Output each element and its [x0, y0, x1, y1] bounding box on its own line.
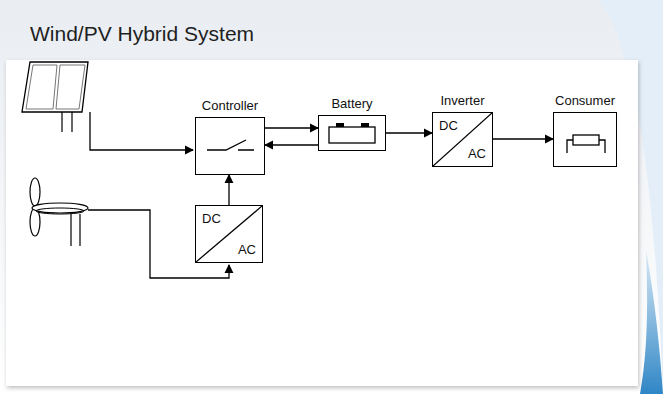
decor-swoosh: [640, 250, 663, 394]
flow-arrow: [386, 132, 432, 133]
wind-turbine: [30, 178, 88, 246]
slide-title: Wind/PV Hybrid System: [30, 22, 254, 46]
switch-symbol: [207, 140, 254, 150]
resistor-symbol: [573, 135, 599, 145]
flow-arrow: [228, 175, 229, 205]
inverter-box: InverterDCAC: [432, 112, 493, 167]
converter-label: AC: [468, 146, 486, 161]
box-heading: Controller: [202, 98, 258, 113]
converter-box: DC AC: [195, 205, 263, 263]
box-heading: Consumer: [555, 93, 615, 108]
flow-arrow: [265, 144, 318, 145]
battery-symbol: [329, 123, 375, 143]
flow-arrow: [493, 138, 553, 139]
box-heading: Inverter: [440, 93, 484, 108]
flow-arrow: [265, 127, 318, 128]
converter-label: DC: [202, 211, 221, 226]
box-heading: Battery: [331, 96, 372, 111]
converter-label: AC: [238, 242, 256, 257]
controller-box: Controller: [195, 117, 265, 175]
converter-label: DC: [439, 118, 458, 133]
content-panel: [6, 60, 638, 386]
wind-wire: [88, 210, 229, 278]
consumer-box: Consumer: [553, 112, 617, 167]
battery-box: Battery: [318, 115, 386, 151]
solar-panel: [22, 62, 88, 132]
pv-wire: [90, 112, 193, 150]
